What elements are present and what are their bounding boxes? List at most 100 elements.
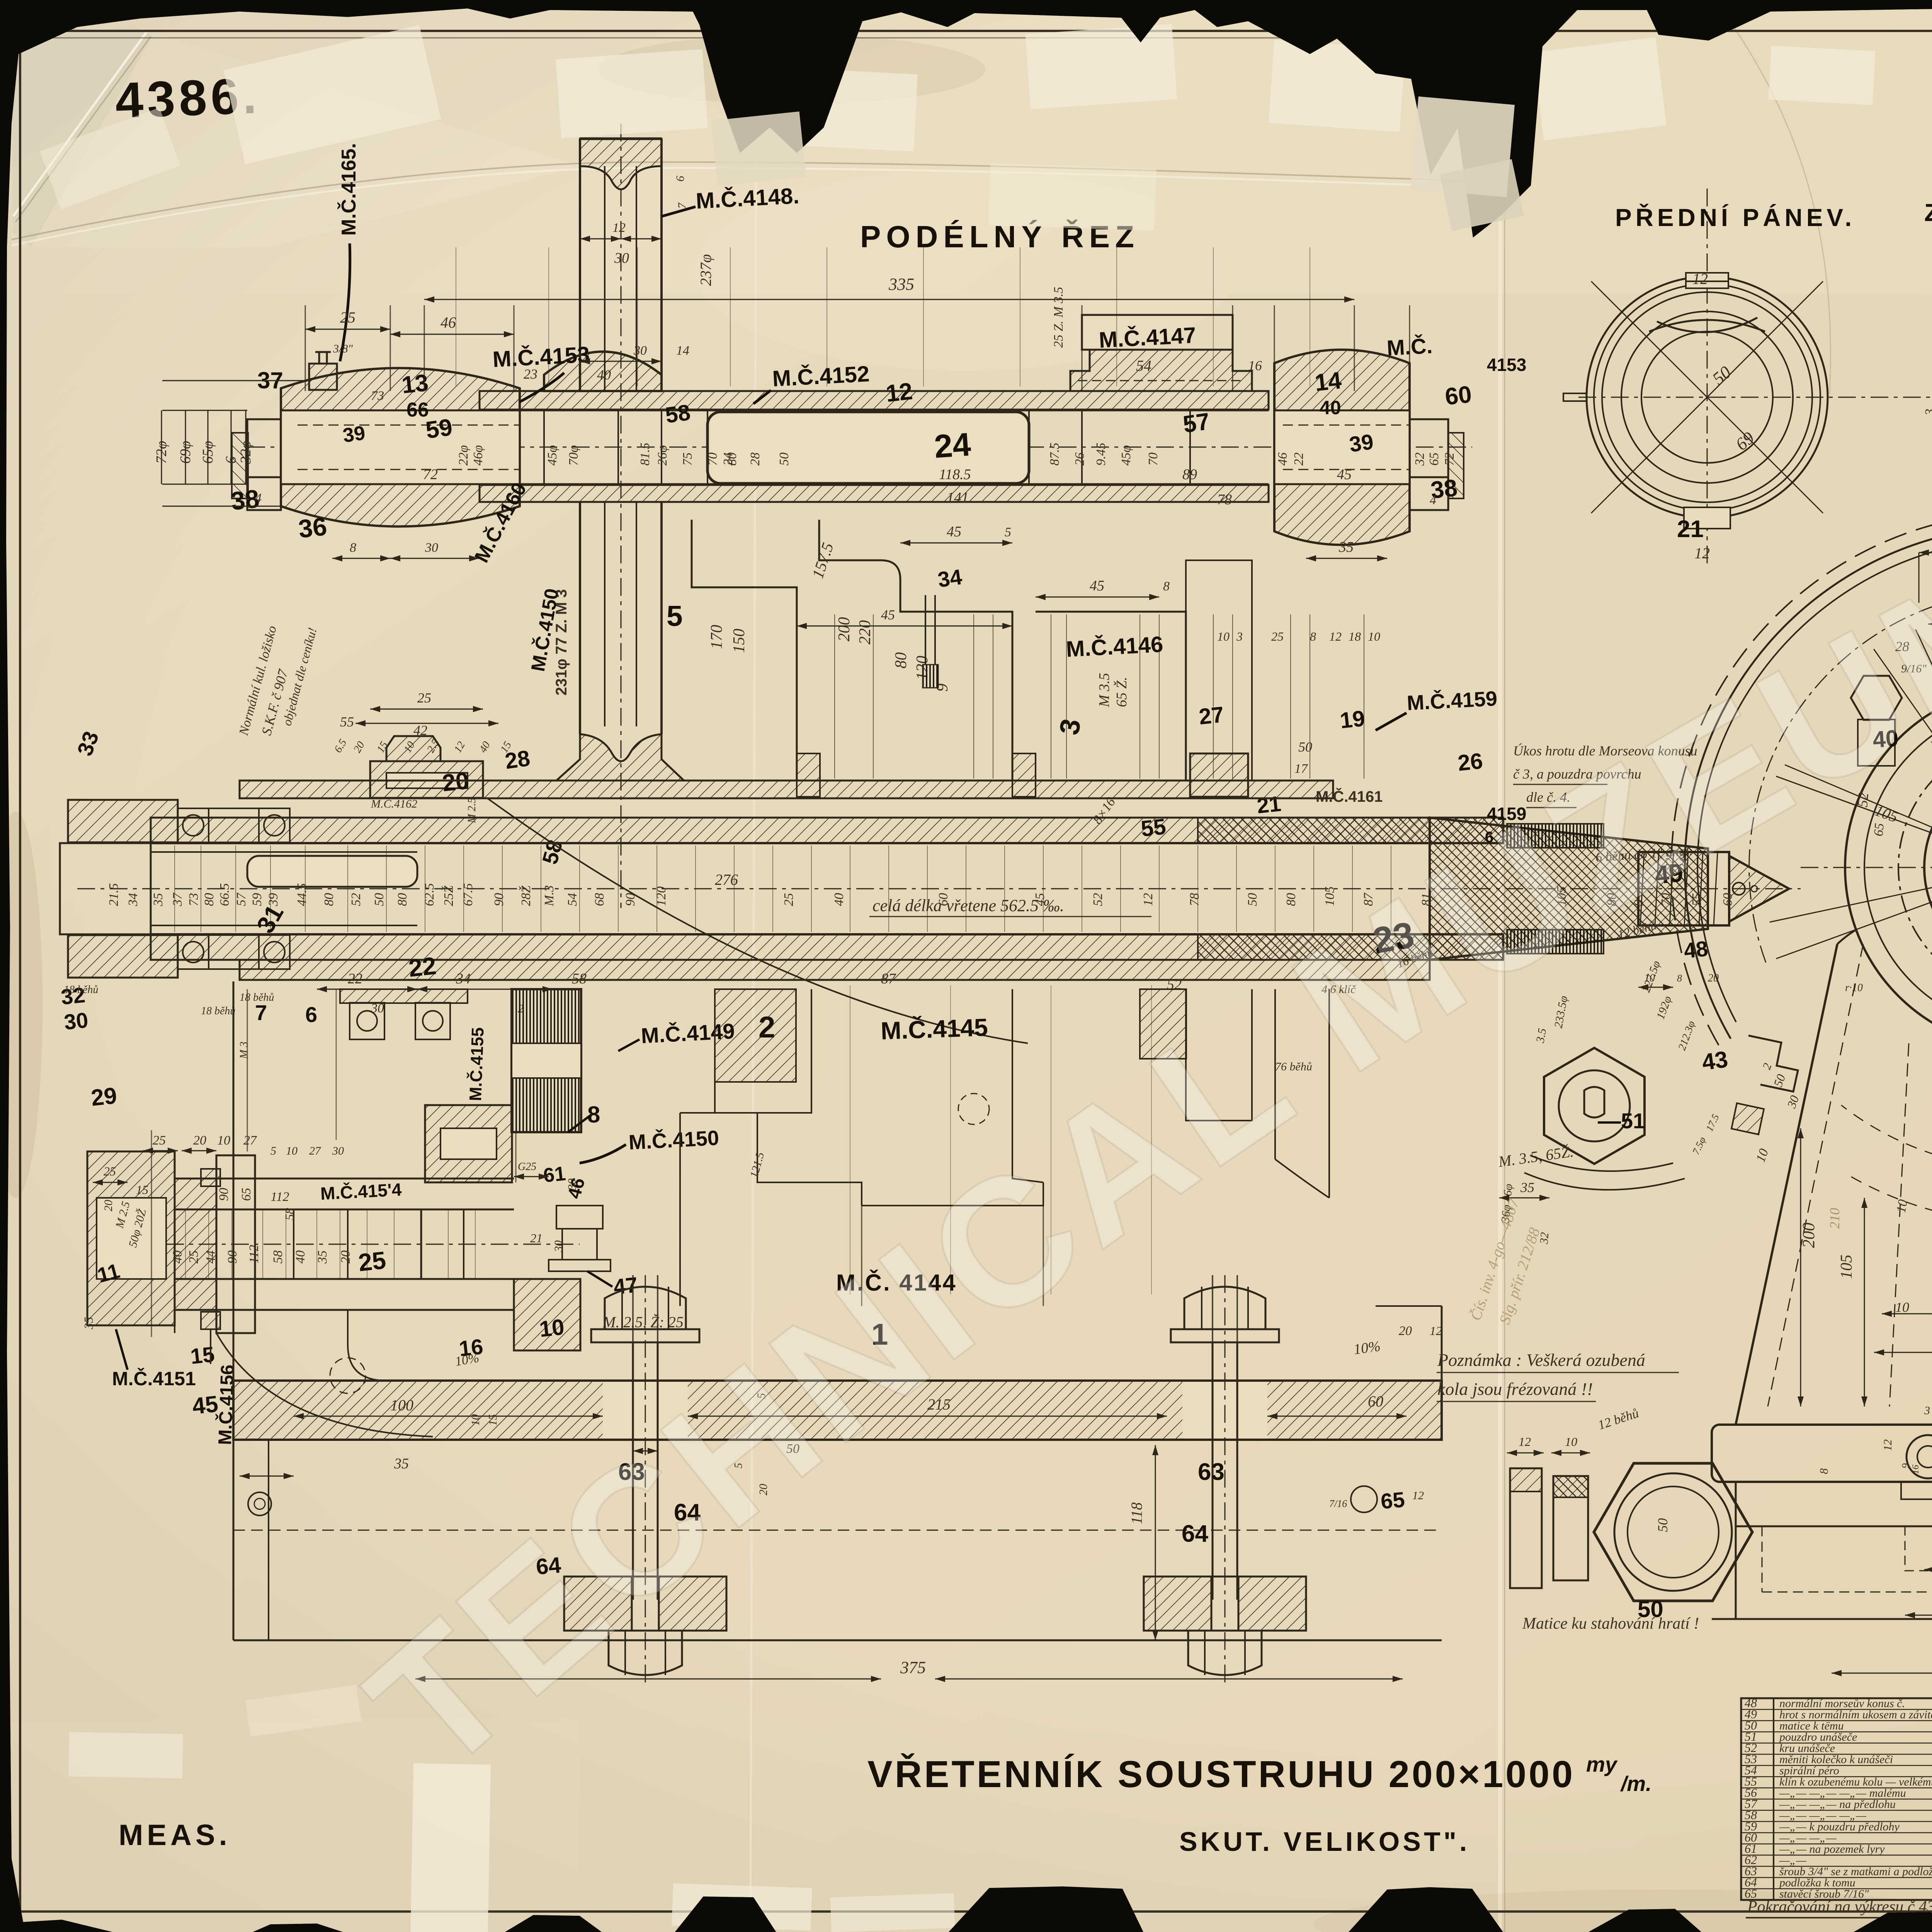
svg-text:45: 45 [191, 1391, 219, 1419]
svg-text:VŘETENNÍK SOUSTRUHU 200×1000: VŘETENNÍK SOUSTRUHU 200×1000 [867, 1753, 1575, 1795]
svg-text:63: 63 [1198, 1459, 1225, 1485]
svg-text:10: 10 [1895, 1299, 1909, 1315]
svg-text:64: 64 [535, 1553, 562, 1580]
svg-text:57: 57 [1181, 408, 1211, 438]
svg-text:75: 75 [680, 452, 695, 466]
svg-text:20: 20 [1399, 1324, 1412, 1338]
svg-text:—„— —„— —„— malému: —„— —„— —„— malému [1779, 1787, 1906, 1799]
svg-text:24: 24 [933, 426, 972, 465]
svg-text:30: 30 [614, 250, 629, 266]
svg-text:21.5: 21.5 [107, 883, 121, 906]
svg-text:30: 30 [63, 1008, 90, 1034]
svg-text:58: 58 [271, 1250, 285, 1264]
svg-text:pouzdro unášeče: pouzdro unášeče [1779, 1731, 1857, 1743]
svg-text:80: 80 [322, 893, 336, 906]
svg-text:12: 12 [1430, 1324, 1442, 1338]
svg-text:50: 50 [786, 1442, 799, 1456]
svg-text:10: 10 [538, 1315, 566, 1342]
svg-text:4159: 4159 [1487, 804, 1526, 824]
svg-text:35: 35 [1520, 1180, 1534, 1195]
svg-text:14: 14 [676, 344, 689, 358]
svg-text:spirální péro: spirální péro [1779, 1764, 1839, 1777]
svg-text:25 Z. M 3.5: 25 Z. M 3.5 [1051, 287, 1066, 348]
svg-text:231φ 77 Z. M 3: 231φ 77 Z. M 3 [553, 589, 570, 696]
svg-text:12: 12 [1329, 629, 1342, 643]
svg-text:90: 90 [623, 893, 638, 906]
svg-text:10: 10 [469, 1414, 482, 1426]
svg-text:60: 60 [1444, 381, 1473, 410]
svg-text:78: 78 [1217, 492, 1232, 508]
svg-text:10%: 10% [1352, 1338, 1381, 1358]
svg-text:55: 55 [1690, 893, 1704, 906]
svg-text:70: 70 [706, 452, 720, 466]
svg-text:—„— na pozemek lyry: —„— na pozemek lyry [1779, 1843, 1885, 1855]
svg-text:10: 10 [1565, 1435, 1577, 1449]
svg-text:10: 10 [1217, 629, 1230, 643]
svg-text:—„—: —„— [1779, 1854, 1806, 1867]
svg-text:61: 61 [1745, 1842, 1757, 1855]
svg-text:M.Č.4155: M.Č.4155 [465, 1027, 488, 1101]
svg-text:73: 73 [187, 893, 201, 906]
svg-text:120: 120 [654, 886, 668, 906]
svg-text:23: 23 [524, 366, 537, 382]
svg-text:220: 220 [856, 620, 874, 645]
svg-text:28: 28 [748, 452, 762, 466]
svg-text:G25: G25 [518, 1161, 536, 1173]
svg-text:1: 1 [871, 1317, 888, 1351]
svg-text:100: 100 [390, 1396, 413, 1414]
svg-text:30: 30 [633, 344, 647, 358]
svg-text:39: 39 [1348, 429, 1375, 457]
svg-text:43: 43 [1700, 1046, 1729, 1075]
svg-text:3: 3 [1923, 409, 1932, 416]
svg-text:67.5: 67.5 [461, 883, 475, 906]
svg-text:39: 39 [342, 422, 367, 447]
svg-text:30: 30 [552, 1240, 565, 1252]
svg-text:12: 12 [884, 378, 914, 407]
svg-text:45: 45 [1337, 466, 1352, 483]
svg-text:3: 3 [1236, 629, 1243, 643]
svg-text:276: 276 [715, 871, 738, 888]
svg-text:25: 25 [782, 893, 796, 906]
svg-text:60: 60 [1721, 893, 1735, 906]
svg-text:30: 30 [425, 541, 438, 555]
svg-text:64: 64 [674, 1499, 701, 1526]
svg-text:22φ: 22φ [456, 445, 471, 466]
svg-text:63: 63 [1745, 1864, 1757, 1878]
svg-text:22: 22 [407, 952, 437, 982]
svg-text:64: 64 [1182, 1520, 1208, 1547]
svg-text:12: 12 [1692, 270, 1708, 287]
svg-text:51: 51 [1621, 1109, 1645, 1133]
svg-text:M.Č.4162: M.Č.4162 [371, 798, 417, 810]
svg-text:/m.: /m. [1620, 1772, 1651, 1796]
svg-text:M.Č.4151: M.Č.4151 [112, 1367, 196, 1389]
svg-text:59: 59 [250, 893, 264, 906]
svg-text:60: 60 [936, 893, 951, 906]
svg-text:10: 10 [1644, 972, 1655, 984]
svg-text:50: 50 [1745, 1718, 1757, 1732]
svg-text:6: 6 [305, 1002, 317, 1027]
svg-text:PŘEDNÍ PÁNEV.: PŘEDNÍ PÁNEV. [1615, 203, 1855, 231]
svg-text:59: 59 [424, 414, 454, 444]
svg-text:9: 9 [1632, 900, 1646, 906]
svg-text:57: 57 [234, 892, 248, 906]
svg-text:16: 16 [458, 1334, 485, 1361]
svg-text:40: 40 [1320, 397, 1341, 418]
svg-text:40: 40 [1872, 725, 1899, 752]
svg-text:7: 7 [255, 1000, 267, 1025]
svg-text:M.Č.4159: M.Č.4159 [1406, 687, 1498, 715]
svg-text:57: 57 [1745, 1797, 1758, 1811]
svg-text:68: 68 [592, 893, 607, 906]
svg-text:32: 32 [1537, 1232, 1551, 1245]
svg-text:24: 24 [721, 452, 735, 466]
svg-text:10: 10 [1894, 1198, 1910, 1214]
svg-text:18 běhů: 18 běhů [64, 984, 98, 996]
svg-text:55: 55 [340, 714, 354, 730]
svg-text:73: 73 [371, 389, 384, 403]
svg-text:M. 2.5, Ž: 25: M. 2.5, Ž: 25 [602, 1313, 684, 1331]
svg-text:56: 56 [1745, 1786, 1757, 1799]
svg-text:8: 8 [1310, 629, 1316, 643]
svg-text:M.Č.4145: M.Č.4145 [880, 1013, 988, 1045]
svg-text:54: 54 [1136, 357, 1151, 374]
svg-text:celá délka vřetene 562.5 ‰.: celá délka vřetene 562.5 ‰. [872, 896, 1064, 915]
svg-text:25: 25 [357, 1246, 387, 1277]
